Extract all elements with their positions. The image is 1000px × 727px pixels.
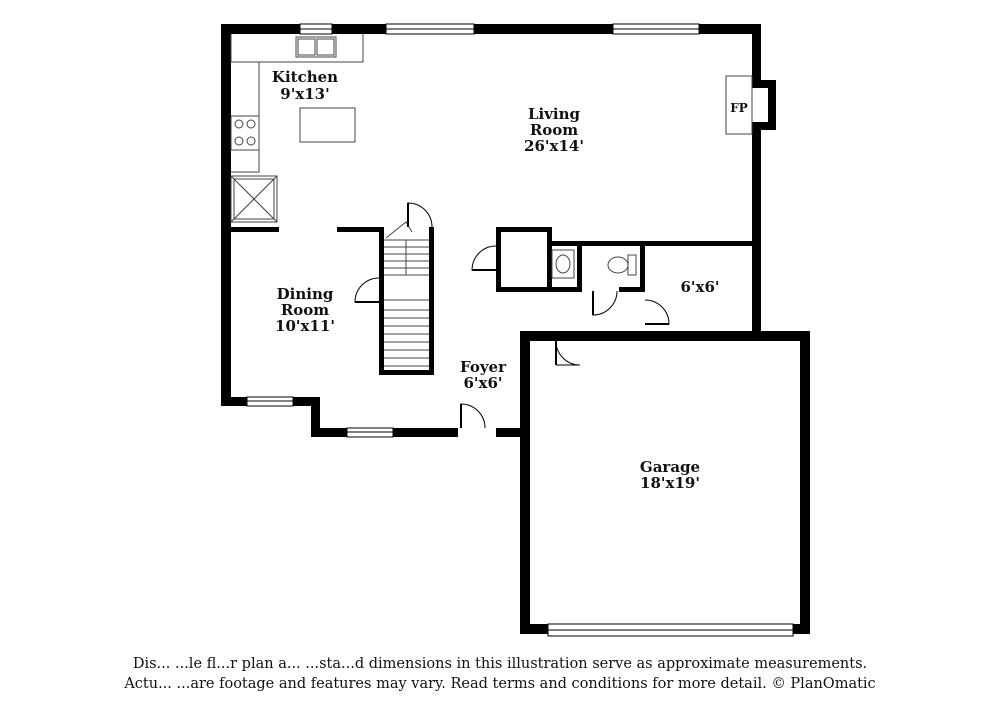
interior-walls: [231, 227, 761, 437]
living-room-name-line1: Living: [528, 105, 581, 123]
front-door: [458, 403, 496, 437]
stairs: [384, 221, 429, 367]
room-labels: Kitchen 9'x13' Living Room 26'x14' FP Di…: [272, 68, 748, 492]
kitchen-fixtures: [230, 34, 364, 223]
living-room-name-line2: Room: [530, 121, 578, 139]
dining-room-dims: 10'x11': [275, 317, 335, 335]
foyer-dims: 6'x6': [463, 374, 502, 392]
kitchen-name: Kitchen: [272, 68, 338, 86]
door-leaves: [355, 203, 669, 365]
living-room-dims: 26'x14': [524, 137, 584, 155]
bathroom-fixtures: [551, 249, 637, 279]
windows: [246, 23, 794, 637]
disclaimer-line-1: Dis... ...le fl...r plan a... ...sta...d…: [132, 656, 868, 672]
fireplace-label: FP: [730, 101, 748, 115]
disclaimer-line-2: Actu... ...are footage and features may …: [124, 676, 876, 692]
dining-room-name-line2: Room: [281, 301, 329, 319]
kitchen-dims: 9'x13': [280, 85, 329, 103]
garage-dims: 18'x19': [640, 474, 700, 492]
fireplace: [725, 75, 753, 135]
foyer-name: Foyer: [460, 358, 507, 376]
garage-name: Garage: [640, 458, 700, 476]
small-room-dims: 6'x6': [680, 278, 719, 296]
dining-room-name-line1: Dining: [277, 285, 334, 303]
